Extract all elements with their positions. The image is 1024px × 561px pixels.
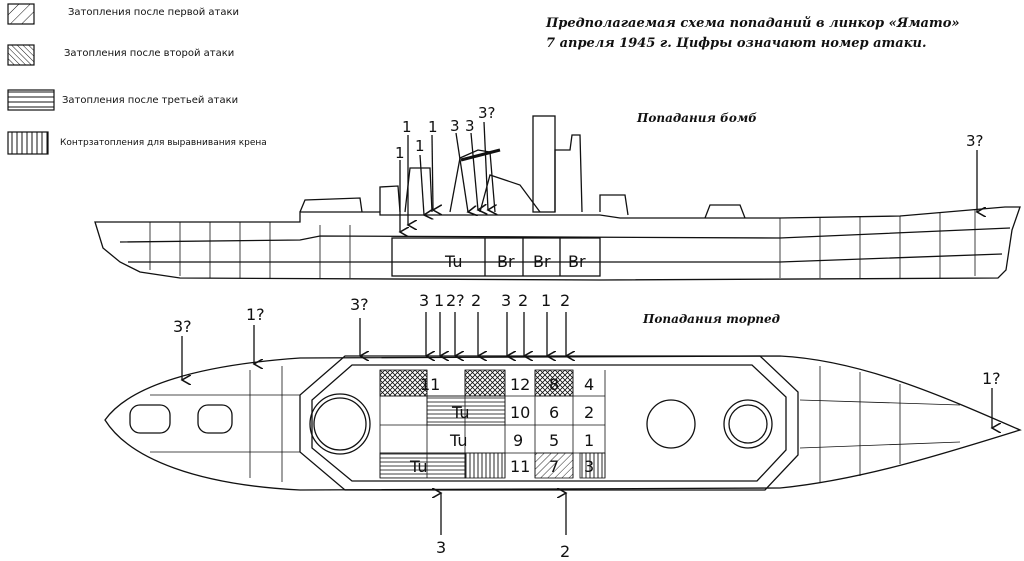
fwd-turret [309,393,371,455]
cell-label: 9 [513,431,523,450]
aft-turret [646,399,696,449]
bomb-hit-label: 1 [402,118,412,136]
bomb-hit-label: 1 [428,118,438,136]
cell-label: 1 [584,431,594,450]
bomb-hit-arrows [400,121,977,232]
cell-counterflood [464,452,506,479]
torpedo-hit-label: 2 [560,291,570,310]
bomb-hit-label: 1 [395,144,405,162]
legend-swatches [7,3,55,155]
top-citadel [299,355,799,491]
legend-label-counterflooding: Контрзатопления для выравнивания крена [60,138,267,148]
side-waterline [128,253,1003,263]
cell-label: 6 [549,403,559,422]
side-hull-outline [94,206,1021,281]
torpedo-hit-label: 1? [982,369,1001,388]
bomb-hit-label: 1 [415,137,425,155]
diagram-title-line1: Предполагаемая схема попаданий в линкор … [546,16,960,31]
legend-swatch-third-attack [7,89,55,111]
cell-flood-second [534,452,574,479]
legend-swatch-counterflooding [7,131,49,155]
torpedo-hit-label: 2 [518,291,528,310]
cell-label: 2 [584,403,594,422]
bomb-hit-label: 3? [478,104,496,122]
torpedo-hit-label: 3 [419,291,429,310]
cell-label: 11 [510,457,530,476]
torpedo-hit-label: 2? [446,291,465,310]
cell-flood-first [379,369,428,397]
cell-flood-third [426,395,506,426]
bomb-hit-label: 3? [966,132,984,150]
legend-swatch-second-attack [7,44,35,66]
cell-label: 4 [584,375,594,394]
cell-label: Tu [409,457,427,476]
cell-label: 7 [549,457,559,476]
diagram-title-line2: 7 апреля 1945 г. Цифры означают номер ат… [546,36,927,51]
cell-label: 3 [584,457,594,476]
side-compartment-label: Br [568,252,586,271]
torpedo-hit-label: 3 [436,538,446,557]
side-compartment-label: Tu [444,252,462,271]
torpedo-hit-label: 1 [434,291,444,310]
cell-label: 12 [510,375,530,394]
torpedoes-section-label: Попадания торпед [643,312,780,326]
bow-turret [129,404,171,434]
legend-label-third-attack: Затопления после третьей атаки [62,95,239,106]
bombs-section-label: Попадания бомб [637,111,757,125]
torpedo-hit-label: 3 [501,291,511,310]
top-hull-outline [104,355,1022,491]
legend-swatch-first-attack [7,3,35,25]
cell-label: 10 [510,403,530,422]
torpedo-hit-label: 1 [541,291,551,310]
side-frame-lines [149,210,976,278]
torpedo-hit-arrows [182,312,992,535]
torpedo-hit-label: 3? [350,295,369,314]
cell-label: 5 [549,431,559,450]
side-armor-belt [391,237,601,277]
cell-label: 8 [549,375,559,394]
torpedo-hit-label: 2 [471,291,481,310]
torpedo-hit-label: 3? [173,317,192,336]
side-superstructure [299,197,363,213]
bomb-hit-label: 3 [450,117,460,135]
cell-label: Tu [451,403,469,422]
legend-label-first-attack: Затопления после первой атаки [68,7,240,18]
cell-label: 11 [420,375,440,394]
cell-label: Tu [449,431,467,450]
side-compartment-label: Br [497,252,515,271]
torpedo-hit-label: 2 [560,542,570,561]
side-compartment-label: Br [533,252,551,271]
torpedo-hit-label: 1? [246,305,265,324]
bomb-hit-label: 3 [465,117,475,135]
legend-label-second-attack: Затопления после второй атаки [64,48,235,59]
